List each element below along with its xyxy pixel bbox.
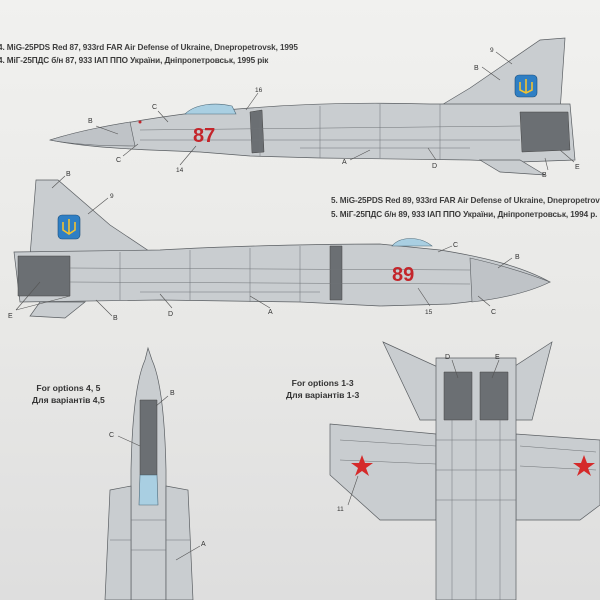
- bottom-ventral-fin: [29, 301, 86, 319]
- bottom-intake: [329, 245, 343, 301]
- underside-label-D: D: [445, 354, 450, 361]
- top-label-16: 16: [255, 87, 263, 94]
- bottom-fuselage: [13, 243, 551, 307]
- underside-view-drawing: D E 11: [329, 341, 600, 600]
- top-label-A: A: [342, 159, 347, 166]
- bottom-label-C: C: [453, 242, 458, 249]
- bottom-label-C-lower: C: [491, 309, 496, 316]
- options-13-label: For options 1-3 Для варіантів 1-3: [286, 377, 359, 401]
- options-45-label: For options 4, 5 Для варіантів 4,5: [32, 382, 105, 406]
- top-intake: [249, 109, 265, 154]
- nose-antiglare-panel: [139, 399, 158, 476]
- top-canopy: [184, 103, 237, 115]
- nose-left-intake: [104, 485, 132, 600]
- top-label-C-lower: C: [116, 157, 121, 164]
- top-nozzle: [519, 111, 571, 153]
- aircraft-bottom-side-view: 89 9 B C B C 15 A D E B: [8, 171, 551, 322]
- nose-label-B: B: [170, 390, 175, 397]
- top-label-E: E: [575, 164, 580, 171]
- option4-caption-en: 4. MiG-25PDS Red 87, 933rd FAR Air Defen…: [0, 43, 298, 52]
- top-label-B-tail: B: [542, 172, 547, 179]
- bottom-label-D: D: [168, 311, 173, 318]
- underside-label-E: E: [495, 354, 500, 361]
- top-label-B-nose: B: [88, 118, 93, 125]
- bottom-nozzle: [17, 255, 71, 297]
- bottom-aircraft-number: 89: [392, 264, 414, 286]
- underside-left-nozzle: [443, 371, 473, 421]
- nose-label-C: C: [109, 432, 114, 439]
- aircraft-top-side-view: 87 B C C 16 14 A D B 9 E B: [48, 37, 580, 179]
- options-13-en: For options 1-3: [291, 378, 354, 388]
- nose-right-intake: [165, 485, 194, 600]
- underside-right-star-icon: [573, 455, 595, 476]
- bottom-label-B-nose: B: [515, 254, 520, 261]
- option5-caption-ua: 5. МіГ-25ПДС б/н 89, 933 ІАП ППО України…: [331, 210, 598, 219]
- nose-canopy: [138, 474, 159, 506]
- underside-label-11: 11: [337, 506, 344, 513]
- option4-caption-ua: 4. МіГ-25ПДС б/н 87, 933 ІАП ППО України…: [0, 56, 269, 65]
- underside-left-star-icon: [351, 455, 373, 476]
- bottom-tail-fin: [29, 179, 157, 257]
- bottom-label-A: A: [268, 309, 273, 316]
- underside-right-nozzle: [479, 371, 509, 421]
- top-label-9: 9: [490, 47, 494, 54]
- bottom-label-B-tail: B: [113, 315, 118, 322]
- bottom-label-B-fin: B: [66, 171, 71, 178]
- underside-left-wing: [329, 423, 437, 521]
- underside-right-wing: [515, 433, 600, 521]
- options-45-ua: Для варіантів 4,5: [32, 395, 105, 405]
- top-fuselage: [49, 102, 576, 163]
- options-13-ua: Для варіантів 1-3: [286, 390, 360, 400]
- bottom-label-15: 15: [425, 309, 433, 316]
- bottom-label-E: E: [8, 313, 13, 320]
- options-45-en: For options 4, 5: [36, 383, 101, 393]
- top-label-C: C: [152, 104, 157, 111]
- top-aircraft-number: 87: [193, 125, 215, 147]
- bottom-label-9: 9: [110, 193, 114, 200]
- top-label-B-fin: B: [474, 65, 479, 72]
- top-label-D: D: [432, 163, 437, 170]
- top-ventral-fin: [478, 159, 546, 176]
- option5-caption-en: 5. MiG-25PDS Red 89, 933rd FAR Air Defen…: [331, 196, 600, 205]
- bottom-nose: [469, 257, 551, 303]
- top-nose: [48, 121, 136, 147]
- top-tail-fin: [428, 37, 566, 113]
- nose-label-A: A: [201, 541, 206, 548]
- top-view-nose-drawing: B C A: [104, 346, 206, 600]
- bottom-canopy: [391, 238, 433, 247]
- top-label-14: 14: [176, 167, 184, 174]
